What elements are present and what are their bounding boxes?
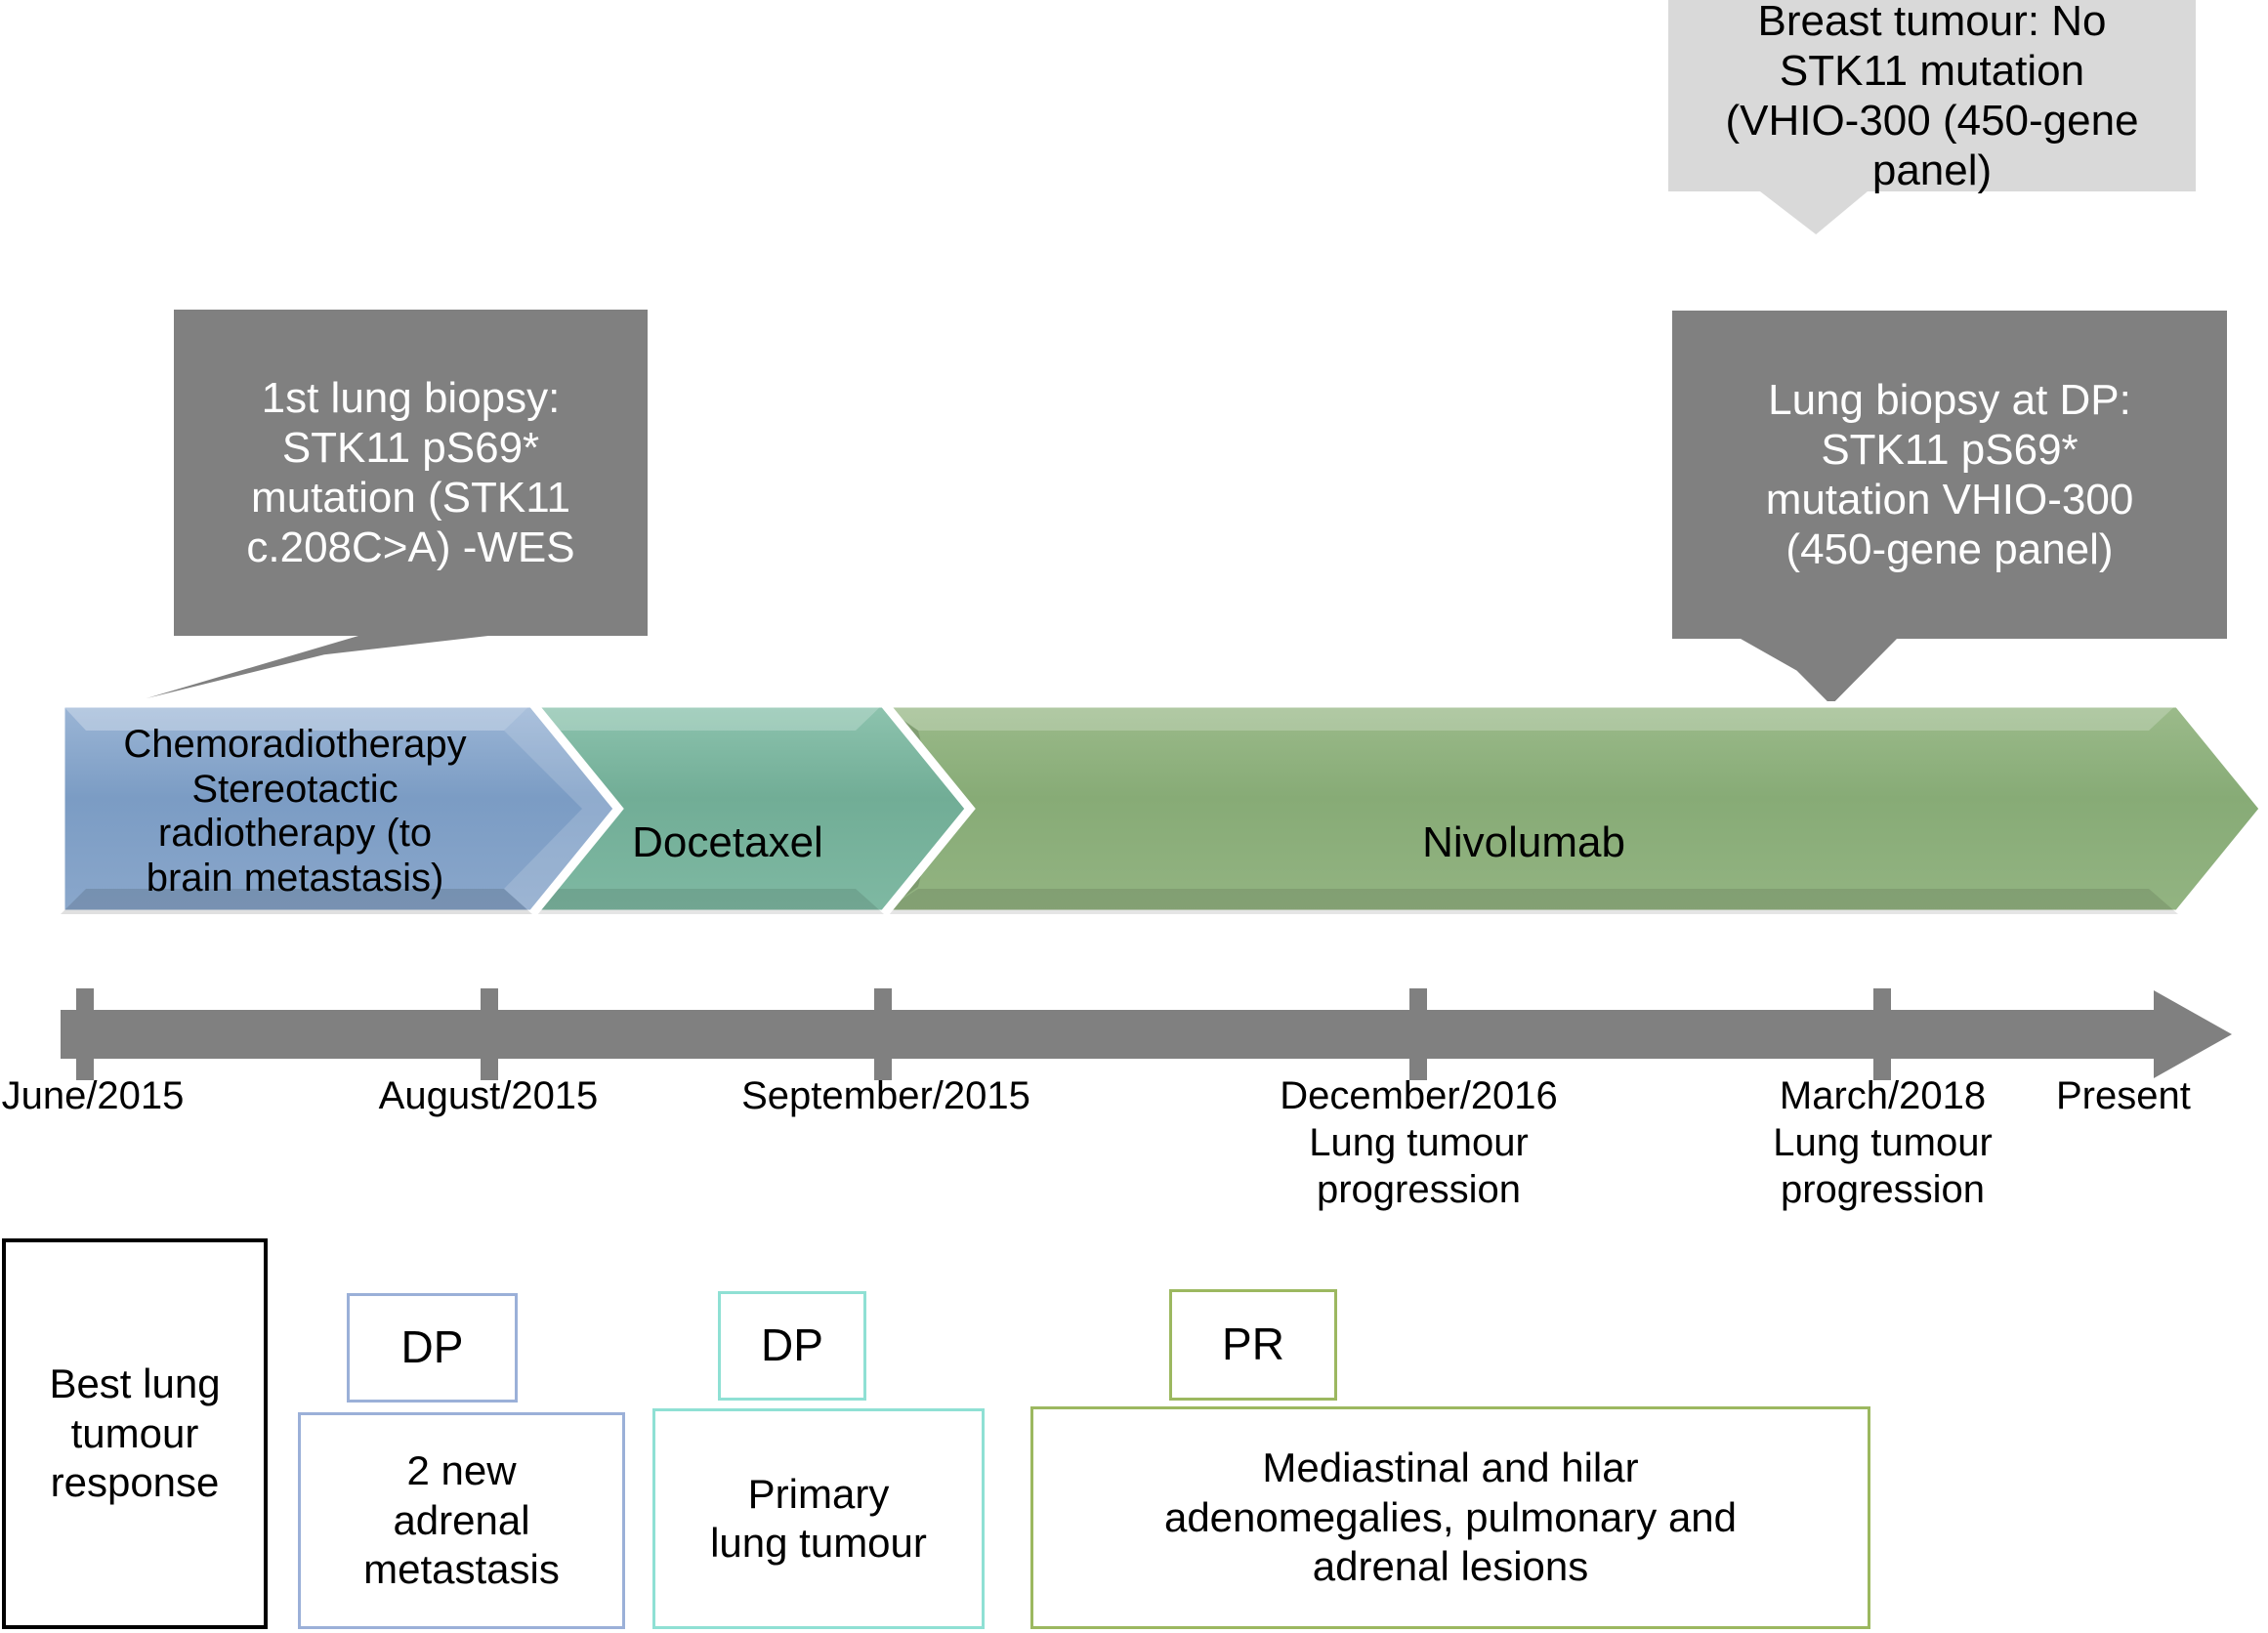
best-response-legend: Best lung tumour response: [2, 1238, 268, 1629]
callout-first-lung-biopsy: 1st lung biopsy: STK11 pS69* mutation (S…: [174, 310, 648, 636]
axis-label-august-2015: August/2015: [378, 1074, 599, 1117]
axis-label-june-2015: June/2015: [1, 1074, 185, 1117]
response-detail-august-2015: 2 new adrenal metastasis: [298, 1412, 625, 1629]
axis-shaft: [61, 1010, 2161, 1059]
callout-breast-tumour-panel: Breast tumour: No STK11 mutation (VHIO-3…: [1668, 0, 2196, 194]
response-code-august-2015: DP: [347, 1293, 518, 1403]
axis-label-december-2016: December/2016 Lung tumour progression: [1280, 1074, 1558, 1211]
response-detail-december-2016: Mediastinal and hilar adenomegalies, pul…: [1030, 1406, 1870, 1629]
callout-breast-tumour-panel-tail: [1760, 191, 1868, 234]
callout-lung-biopsy-at-dp-tail: [1741, 639, 1897, 705]
axis-label-march-2018: March/2018 Lung tumour progression: [1773, 1074, 1993, 1211]
treatment-segment-chemoradiotherapy: [56, 701, 624, 916]
axis-tick-august-2015: [481, 988, 498, 1080]
axis-label-present: Present: [2056, 1074, 2191, 1117]
callout-first-lung-biopsy-text: 1st lung biopsy: STK11 pS69* mutation (S…: [246, 373, 575, 572]
axis-tick-september-2015: [874, 988, 892, 1080]
treatment-segment-nivolumab: [871, 701, 2268, 916]
response-code-december-2016: PR: [1169, 1289, 1337, 1401]
axis-tick-june-2015: [76, 988, 94, 1080]
timeline-axis: [61, 988, 2232, 1080]
treatment-band: [56, 701, 2268, 916]
axis-label-september-2015: September/2015: [741, 1074, 1030, 1117]
callout-breast-tumour-panel-text: Breast tumour: No STK11 mutation (VHIO-3…: [1725, 0, 2139, 195]
axis-arrowhead: [2154, 990, 2232, 1078]
callout-lung-biopsy-at-dp: Lung biopsy at DP: STK11 pS69* mutation …: [1672, 311, 2227, 639]
callout-first-lung-biopsy-tail: [147, 636, 488, 698]
callout-lung-biopsy-at-dp-text: Lung biopsy at DP: STK11 pS69* mutation …: [1765, 375, 2134, 574]
response-detail-september-2015: Primary lung tumour: [652, 1408, 985, 1629]
axis-tick-december-2016: [1409, 988, 1427, 1080]
response-code-september-2015: DP: [718, 1291, 866, 1401]
axis-tick-march-2018: [1873, 988, 1891, 1080]
